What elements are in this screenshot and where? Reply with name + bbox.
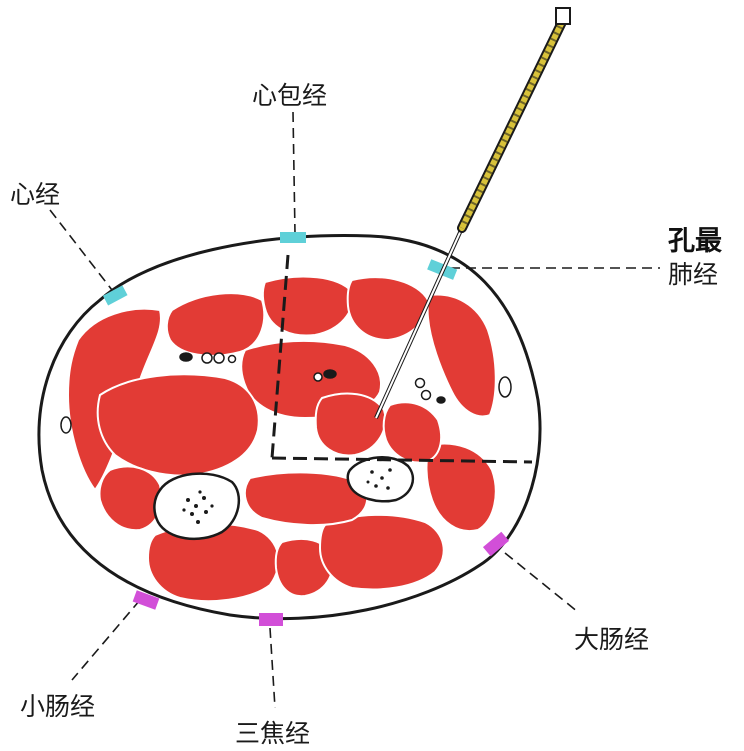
marker-dachang [482, 531, 510, 557]
muscle-lower-1 [146, 522, 280, 603]
label-xiaochang: 小肠经 [20, 692, 95, 721]
label-fei: 肺经 [668, 260, 718, 289]
muscle-center-small [314, 392, 387, 457]
ulna-bone [346, 456, 415, 503]
muscle-upper-2 [261, 275, 354, 337]
muscle-lower-left [98, 465, 163, 532]
muscle-large-left [96, 373, 260, 477]
marker-xin [102, 285, 128, 306]
label-xinbao: 心包经 [252, 81, 327, 110]
muscle-right-lower [425, 442, 497, 533]
muscle-group [66, 275, 497, 603]
internal-axes [270, 254, 533, 464]
vessels [60, 352, 512, 434]
marker-sanjiao [259, 613, 283, 626]
label-kongzui: 孔最 [668, 226, 722, 257]
label-sanjiao: 三焦经 [235, 719, 310, 748]
muscle-mid-right [382, 401, 443, 464]
label-dachang: 大肠经 [574, 625, 649, 654]
muscle-lower-right [243, 471, 368, 527]
leader-lines [49, 111, 660, 709]
muscle-right-upper [426, 293, 497, 418]
muscle-lower-3 [318, 513, 445, 591]
muscle-upper-3 [346, 276, 430, 342]
radius-bone [153, 472, 240, 540]
acupuncture-needle [374, 7, 571, 419]
muscle-upper-1 [165, 292, 266, 357]
label-xin: 心经 [10, 180, 60, 209]
marker-xiaochang [132, 590, 160, 610]
marker-xinbao [280, 232, 306, 243]
